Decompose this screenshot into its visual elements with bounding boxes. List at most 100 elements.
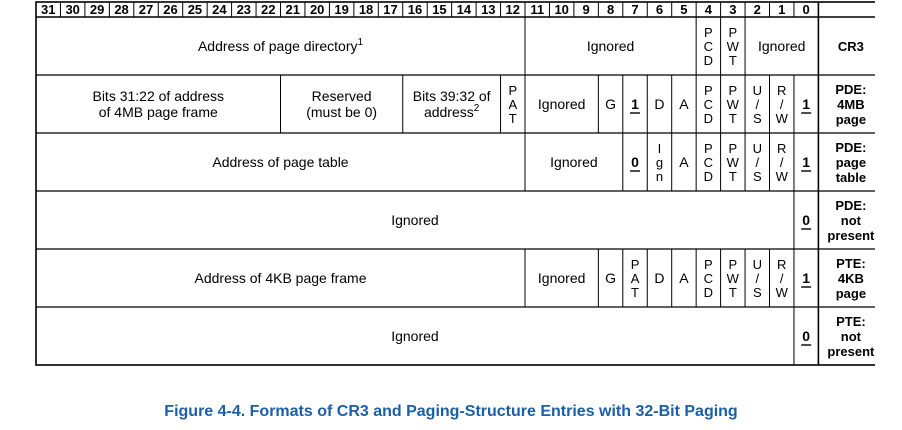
bit-number-2: 2 — [754, 2, 761, 17]
cr3-ignored-lo-text-0: Ignored — [758, 38, 805, 54]
pde4m-bits-39-32-text-0: Bits 39:32 of — [413, 88, 491, 104]
ptenp-ignored-text-0: Ignored — [391, 328, 438, 344]
pde4m-rw-char-0: R — [777, 83, 786, 98]
row-label-1-line-0: PDE: — [835, 82, 866, 97]
row-label-5-line-1: not — [841, 329, 862, 344]
pde4m-us-char-2: S — [753, 111, 762, 126]
row-label-3-line-0: PDE: — [835, 198, 866, 213]
row-label-4-line-1: 4KB — [838, 271, 864, 286]
bit-number-5: 5 — [680, 2, 687, 17]
pdenp-present-value: 0 — [802, 212, 810, 228]
pde4m-pcd-char-0: P — [704, 83, 713, 98]
bit-number-23: 23 — [237, 2, 251, 17]
bit-number-14: 14 — [457, 2, 472, 17]
pdet-rw-char-2: W — [776, 169, 789, 184]
bit-number-28: 28 — [114, 2, 128, 17]
pte-pcd-char-2: D — [704, 285, 713, 300]
pdet-pwt-char-2: T — [729, 169, 737, 184]
bit-number-15: 15 — [432, 2, 446, 17]
bit-number-10: 10 — [554, 2, 568, 17]
pde4m-rw-char-2: W — [776, 111, 789, 126]
pte-d-text-0: D — [654, 270, 664, 286]
pdet-pcd-char-1: C — [704, 155, 713, 170]
pte-pat-char-1: A — [631, 271, 640, 286]
pte-a-text-0: A — [679, 270, 689, 286]
cr3-address-text-0: Address of page directory1 — [198, 37, 364, 54]
bit-number-3: 3 — [729, 2, 736, 17]
bit-number-20: 20 — [310, 2, 324, 17]
bit-number-18: 18 — [359, 2, 373, 17]
bit-number-11: 11 — [530, 2, 544, 17]
row-label-2-line-1: page — [836, 155, 866, 170]
pde4m-ignored-text-0: Ignored — [538, 96, 585, 112]
bit-number-9: 9 — [583, 2, 590, 17]
pdet-pwt-char-1: W — [727, 155, 740, 170]
pde4m-pat-char-1: A — [508, 97, 517, 112]
pde4m-bits-31-22-text-0: Bits 31:22 of address — [92, 88, 224, 104]
pte-g-text-0: G — [605, 270, 616, 286]
bit-number-12: 12 — [506, 2, 520, 17]
pdet-ignored-text-0: Ignored — [550, 154, 597, 170]
row-label-2-line-2: table — [836, 170, 866, 185]
pdenp-ignored-text-0: Ignored — [391, 212, 438, 228]
pdet-us-char-1: / — [755, 155, 759, 170]
cr3-pwt-char-1: W — [727, 39, 740, 54]
pte-pcd-char-1: C — [704, 271, 713, 286]
row-label-4-line-2: page — [836, 286, 866, 301]
pte-rw-char-1: / — [780, 271, 784, 286]
pte-us-char-1: / — [755, 271, 759, 286]
pte-ignored-text-0: Ignored — [538, 270, 585, 286]
bit-number-25: 25 — [188, 2, 202, 17]
pdet-ign-char-0: I — [658, 141, 662, 156]
bit-number-21: 21 — [285, 2, 299, 17]
row-label-5-line-2: present — [827, 344, 875, 359]
pde4m-present-value: 1 — [802, 96, 810, 112]
pde4m-bits-31-22-text-1: of 4MB page frame — [99, 104, 218, 120]
pdet-ign-char-2: n — [656, 169, 663, 184]
cr3-ignored-hi-text-0: Ignored — [587, 38, 634, 54]
bit-number-26: 26 — [163, 2, 177, 17]
pte-us-char-0: U — [753, 257, 762, 272]
pde4m-reserved-text-0: Reserved — [312, 88, 372, 104]
pde4m-bits-39-32-text-1: address2 — [424, 103, 480, 120]
pde4m-pcd-char-1: C — [704, 97, 713, 112]
pte-rw-char-2: W — [776, 285, 789, 300]
cr3-pwt-char-2: T — [729, 53, 737, 68]
pdet-pcd-char-0: P — [704, 141, 713, 156]
bit-number-4: 4 — [705, 2, 713, 17]
row-label-2-line-0: PDE: — [835, 140, 866, 155]
row-label-1-line-1: 4MB — [837, 97, 864, 112]
pdet-present-value: 1 — [802, 154, 810, 170]
pde4m-g-text-0: G — [605, 96, 616, 112]
bit-number-6: 6 — [656, 2, 663, 17]
pte-address-text-0: Address of 4KB page frame — [195, 270, 367, 286]
cr3-pcd-char-1: C — [704, 39, 713, 54]
row-label-3-line-1: not — [841, 213, 862, 228]
pde4m-reserved-text-1: (must be 0) — [306, 104, 377, 120]
bit-number-13: 13 — [481, 2, 495, 17]
bit-number-17: 17 — [383, 2, 397, 17]
pde4m-us-char-0: U — [753, 83, 762, 98]
pdet-rw-char-0: R — [777, 141, 786, 156]
pdet-us-char-0: U — [753, 141, 762, 156]
bit-number-1: 1 — [778, 2, 785, 17]
pde4m-ps-value: 1 — [631, 96, 639, 112]
pde4m-us-char-1: / — [755, 97, 759, 112]
bit-number-29: 29 — [90, 2, 104, 17]
row-label-3-line-2: present — [827, 228, 875, 243]
row-label-5-line-0: PTE: — [836, 314, 866, 329]
pdet-us-char-2: S — [753, 169, 762, 184]
pdet-rw-char-1: / — [780, 155, 784, 170]
bit-number-0: 0 — [803, 2, 810, 17]
pde4m-pwt-char-0: P — [728, 83, 737, 98]
pte-pat-char-2: T — [631, 285, 639, 300]
pte-us-char-2: S — [753, 285, 762, 300]
pte-pwt-char-0: P — [728, 257, 737, 272]
pdet-a-text-0: A — [679, 154, 689, 170]
figure-caption: Figure 4-4. Formats of CR3 and Paging-St… — [164, 403, 738, 420]
pte-pat-char-0: P — [631, 257, 640, 272]
pde4m-pat-char-0: P — [508, 83, 517, 98]
pde4m-bits-39-32-footnote: 2 — [474, 103, 480, 114]
pdet-ps-value: 0 — [631, 154, 639, 170]
